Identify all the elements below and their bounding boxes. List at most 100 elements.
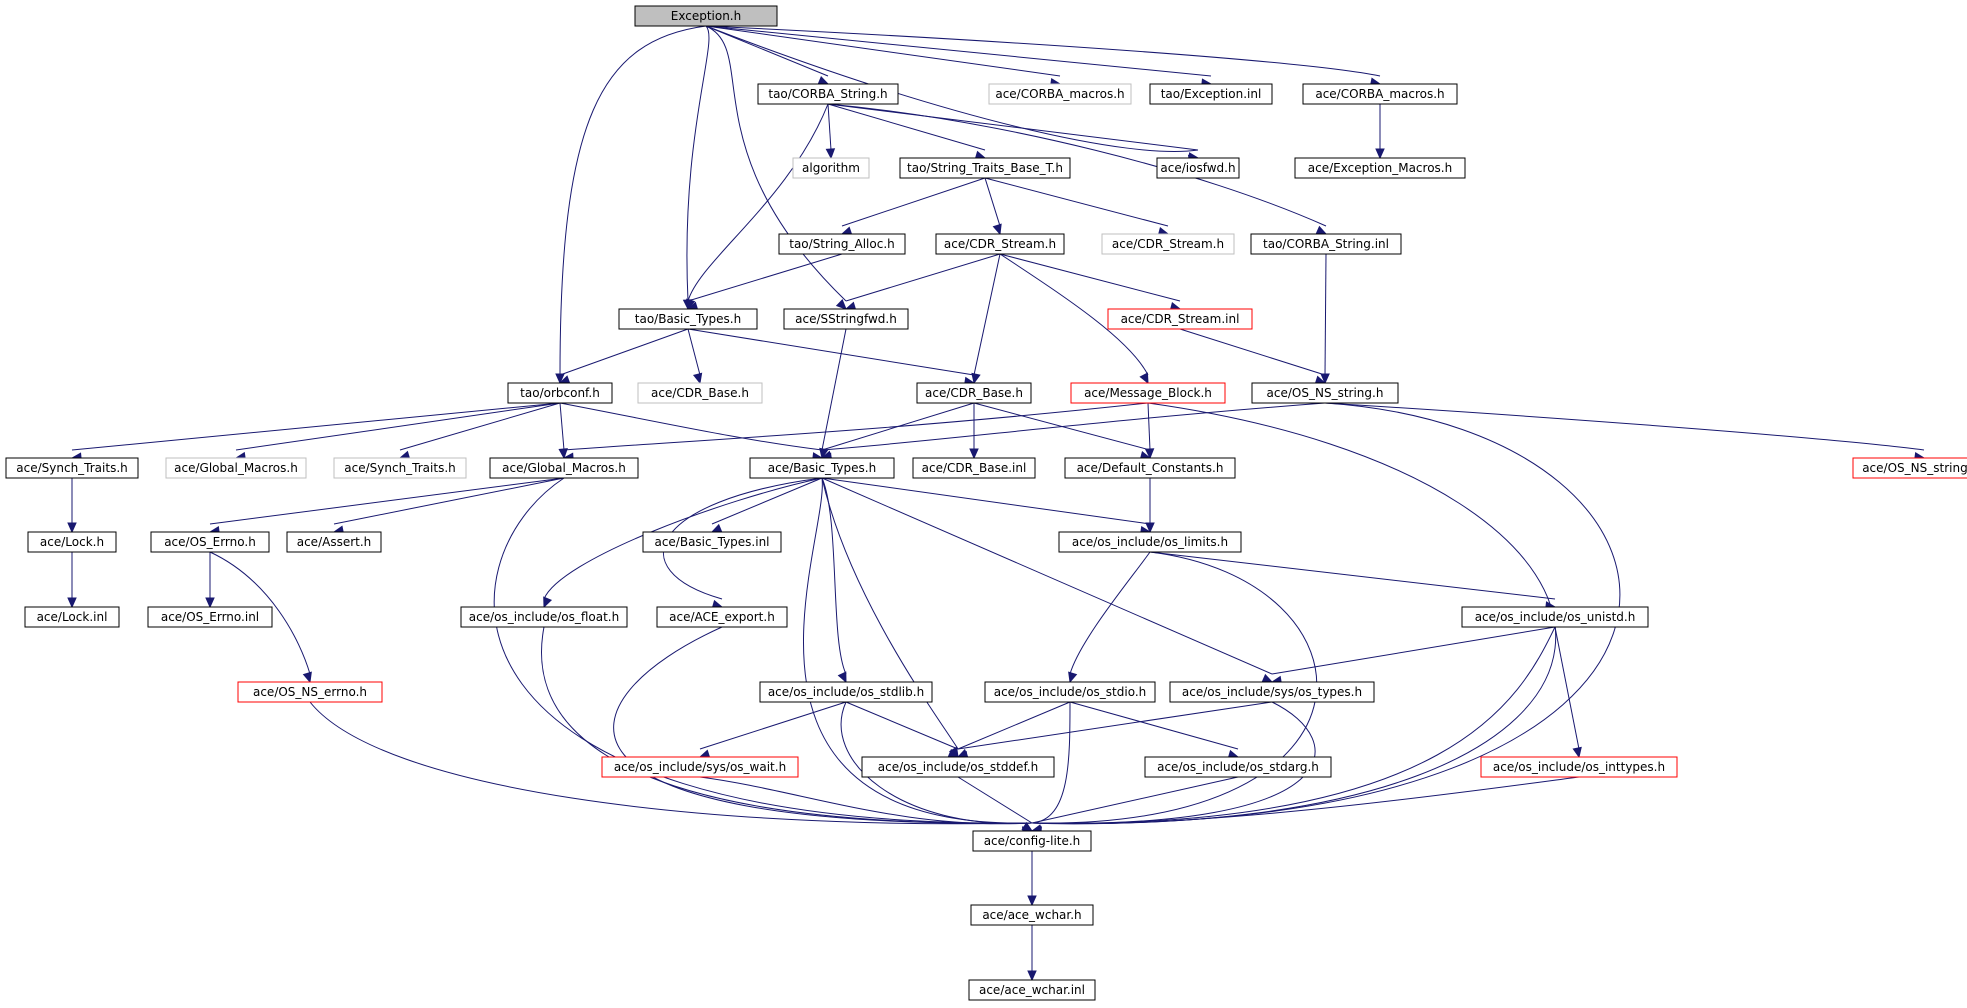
- node-label: ace/Assert.h: [297, 535, 372, 549]
- arrowhead-ace_os_stdlib: [837, 671, 847, 684]
- node-label: ace/iosfwd.h: [1160, 161, 1235, 175]
- node-ace-cdr-stream[interactable]: ace/CDR_Stream.h: [935, 233, 1065, 255]
- node-tao-orbconf[interactable]: tao/orbconf.h: [507, 382, 613, 404]
- node-ace-sys-os-types[interactable]: ace/os_include/sys/os_types.h: [1169, 681, 1375, 703]
- node-ace-config-lite[interactable]: ace/config-lite.h: [972, 830, 1092, 852]
- node-box: [1480, 756, 1678, 778]
- arrowhead-ace_message_block: [1139, 372, 1149, 385]
- edge-ace_os_unistd-to-ace_config_lite: [1031, 626, 1556, 824]
- node-box: [1251, 382, 1399, 404]
- arrowhead-ace_sys_os_types: [1261, 673, 1274, 683]
- node-ace-exception-macros[interactable]: ace/Exception_Macros.h: [1294, 157, 1466, 179]
- node-ace-os-ns-string-inl[interactable]: ace/OS_NS_string.inl: [1852, 457, 1967, 479]
- node-ace-os-stdlib[interactable]: ace/os_include/os_stdlib.h: [759, 681, 933, 703]
- edge-ace_basic_types-to-ace_config_lite: [803, 477, 1033, 824]
- node-box: [1852, 457, 1967, 479]
- node-ace-cdr-base[interactable]: ace/CDR_Base.h: [916, 382, 1032, 404]
- edge-tao_corba_string_inl-to-ace_os_ns_string: [1324, 253, 1327, 376]
- node-box: [899, 157, 1071, 179]
- node-ace-default-constants[interactable]: ace/Default_Constants.h: [1064, 457, 1236, 479]
- node-ace-os-stddef[interactable]: ace/os_include/os_stddef.h: [861, 756, 1055, 778]
- edge-ace_sstringfwd-to-ace_basic_types: [821, 328, 847, 451]
- node-ace-basic-types[interactable]: ace/Basic_Types.h: [749, 457, 895, 479]
- node-ace-synch-traits[interactable]: ace/Synch_Traits.h: [5, 457, 139, 479]
- node-box: [1144, 756, 1332, 778]
- node-box: [333, 457, 467, 479]
- node-label: Exception.h: [671, 9, 741, 23]
- node-ace-os-stdarg[interactable]: ace/os_include/os_stdarg.h: [1144, 756, 1332, 778]
- node-box: [783, 308, 909, 330]
- node-ace-os-float[interactable]: ace/os_include/os_float.h: [460, 606, 628, 628]
- arrowhead-ace_os_errno_inl: [205, 597, 215, 609]
- node-ace-os-ns-errno[interactable]: ace/OS_NS_errno.h: [237, 681, 383, 703]
- node-tao-exception-inl[interactable]: tao/Exception.inl: [1149, 83, 1273, 105]
- edge-ace_global_macros-to-ace_os_errno: [209, 477, 565, 525]
- node-label: ace/Default_Constants.h: [1077, 461, 1224, 475]
- node-ace-global-macros[interactable]: ace/Global_Macros.h: [489, 457, 639, 479]
- node-ace-lock[interactable]: ace/Lock.h: [27, 531, 117, 553]
- node-label: ace/ace_wchar.h: [982, 908, 1081, 922]
- node-label: tao/CORBA_String.inl: [1263, 237, 1389, 251]
- node-box: [5, 457, 139, 479]
- edge-ace_basic_types-to-ace_sys_os_types: [821, 477, 1273, 675]
- edge-tao_corba_string-to-ace_iosfwd: [827, 103, 1199, 151]
- node-ace-message-block[interactable]: ace/Message_Block.h: [1070, 382, 1226, 404]
- node-tao-string-alloc[interactable]: tao/String_Alloc.h: [778, 233, 906, 255]
- node-ace-os-limits[interactable]: ace/os_include/os_limits.h: [1058, 531, 1242, 553]
- node-ace-os-errno-inl[interactable]: ace/OS_Errno.inl: [147, 606, 273, 628]
- arrowhead-ace_cdr_base: [971, 372, 981, 385]
- node-ace-lock-inl[interactable]: ace/Lock.inl: [24, 606, 120, 628]
- edge-ace_os_errno-to-ace_os_ns_errno: [209, 551, 311, 675]
- node-ace-basic-types-inl[interactable]: ace/Basic_Types.inl: [642, 531, 782, 553]
- node-ace-iosfwd[interactable]: ace/iosfwd.h: [1156, 157, 1240, 179]
- node-ace-sys-os-wait[interactable]: ace/os_include/sys/os_wait.h: [601, 756, 799, 778]
- edge-ace_os_inttypes-to-ace_config_lite: [1031, 776, 1580, 825]
- node-ace-os-stdio[interactable]: ace/os_include/os_stdio.h: [984, 681, 1156, 703]
- node-tao-corba-string[interactable]: tao/CORBA_String.h: [757, 83, 899, 105]
- node-label: tao/Basic_Types.h: [635, 312, 741, 326]
- node-ace-cdr-base-ext[interactable]: ace/CDR_Base.h: [637, 382, 763, 404]
- node-ace-global-macros-ext[interactable]: ace/Global_Macros.h: [165, 457, 307, 479]
- node-box: [1156, 157, 1240, 179]
- node-label: ace/SStringfwd.h: [795, 312, 897, 326]
- node-ace-ace-wchar[interactable]: ace/ace_wchar.h: [970, 904, 1094, 926]
- node-ace-os-ns-string[interactable]: ace/OS_NS_string.h: [1251, 382, 1399, 404]
- node-algorithm[interactable]: algorithm: [792, 157, 870, 179]
- node-ace-sstringfwd[interactable]: ace/SStringfwd.h: [783, 308, 909, 330]
- edge-tao_corba_string-to-algorithm: [827, 103, 832, 151]
- node-ace-synch-traits-ext[interactable]: ace/Synch_Traits.h: [333, 457, 467, 479]
- edge-ace_os_ns_string-to-ace_os_ns_string_inl: [1324, 402, 1925, 451]
- node-ace-corba-macros[interactable]: ace/CORBA_macros.h: [1302, 83, 1458, 105]
- node-ace-ace-export[interactable]: ace/ACE_export.h: [656, 606, 788, 628]
- node-tao-corba-string-inl[interactable]: tao/CORBA_String.inl: [1250, 233, 1402, 255]
- node-label: algorithm: [802, 161, 860, 175]
- node-ace-os-inttypes[interactable]: ace/os_include/os_inttypes.h: [1480, 756, 1678, 778]
- node-ace-assert[interactable]: ace/Assert.h: [286, 531, 382, 553]
- edge-tao_string_traits-to-ace_cdr_stream_ext: [984, 177, 1169, 227]
- node-ace-cdr-stream-ext[interactable]: ace/CDR_Stream.h: [1101, 233, 1235, 255]
- arrowhead-ace_config_lite: [1021, 821, 1034, 832]
- node-label: ace/Exception_Macros.h: [1308, 161, 1452, 175]
- node-exception[interactable]: Exception.h: [634, 5, 778, 27]
- edge-tao_corba_string-to-tao_corba_string_inl: [827, 103, 1327, 227]
- edge-ace_global_macros-to-ace_config_lite: [493, 477, 1033, 824]
- node-ace-os-errno[interactable]: ace/OS_Errno.h: [150, 531, 270, 553]
- node-label: ace/Synch_Traits.h: [344, 461, 455, 475]
- node-ace-os-unistd[interactable]: ace/os_include/os_unistd.h: [1461, 606, 1649, 628]
- arrowhead-ace_exception_macros: [1375, 148, 1385, 160]
- node-box: [749, 457, 895, 479]
- node-ace-ace-wchar-inl[interactable]: ace/ace_wchar.inl: [968, 979, 1096, 1001]
- arrowhead-ace_cdr_base_ext: [692, 372, 703, 385]
- node-label: ace/os_include/sys/os_wait.h: [614, 760, 786, 774]
- node-ace-cdr-stream-inl[interactable]: ace/CDR_Stream.inl: [1107, 308, 1253, 330]
- arrowhead-ace_cdr_base_inl: [969, 448, 979, 460]
- node-ace-corba-macros-ext[interactable]: ace/CORBA_macros.h: [988, 83, 1132, 105]
- node-label: ace/config-lite.h: [984, 834, 1081, 848]
- node-label: ace/OS_NS_string.inl: [1862, 461, 1967, 475]
- node-tao-string-traits[interactable]: tao/String_Traits_Base_T.h: [899, 157, 1071, 179]
- node-label: ace/Basic_Types.h: [768, 461, 876, 475]
- node-tao-basic-types[interactable]: tao/Basic_Types.h: [618, 308, 758, 330]
- node-box: [984, 681, 1156, 703]
- node-ace-cdr-base-inl[interactable]: ace/CDR_Base.inl: [912, 457, 1036, 479]
- node-label: ace/os_include/os_stddef.h: [878, 760, 1038, 774]
